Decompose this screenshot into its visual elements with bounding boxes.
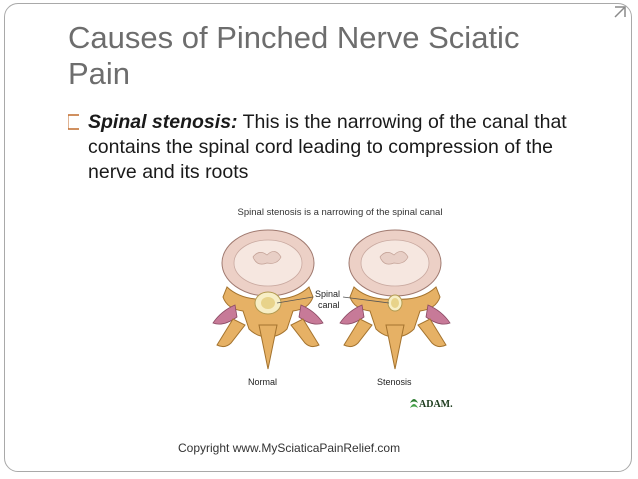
corner-arrow-icon [614,6,626,18]
normal-vertebra-image [212,229,324,370]
slide-frame [4,3,632,472]
vertebrae-illustration [212,229,451,408]
copyright-text: Copyright www.MySciaticaPainRelief.com [178,441,401,455]
bullet-term: Spinal stenosis: [88,111,238,133]
spinal-stenosis-figure: Spinal stenosis is a narrowing of the sp… [205,205,475,420]
bullet-marker-icon [68,114,79,130]
bullet-item: Spinal stenosis: This is the narrowing o… [68,110,588,185]
label-canal: canal [318,300,340,310]
adam-logo-icon [410,399,418,408]
bullet-text: Spinal stenosis: This is the narrowing o… [88,110,588,185]
stenosis-vertebra-image [339,229,451,370]
bullet-description: This is the narrowing of the canal that … [88,111,567,183]
label-spinal: Spinal [315,289,341,299]
slide-title: Causes of Pinched Nerve Sciatic Pain [68,20,520,91]
label-normal: Normal [248,377,278,387]
spinal-canal-pointer-left [276,296,314,304]
figure-caption: Spinal stenosis is a narrowing of the sp… [237,207,443,218]
spinal-canal-pointer-right [342,296,390,304]
label-stenosis: Stenosis [377,377,412,387]
adam-logo-text: ADAM. [419,399,453,410]
